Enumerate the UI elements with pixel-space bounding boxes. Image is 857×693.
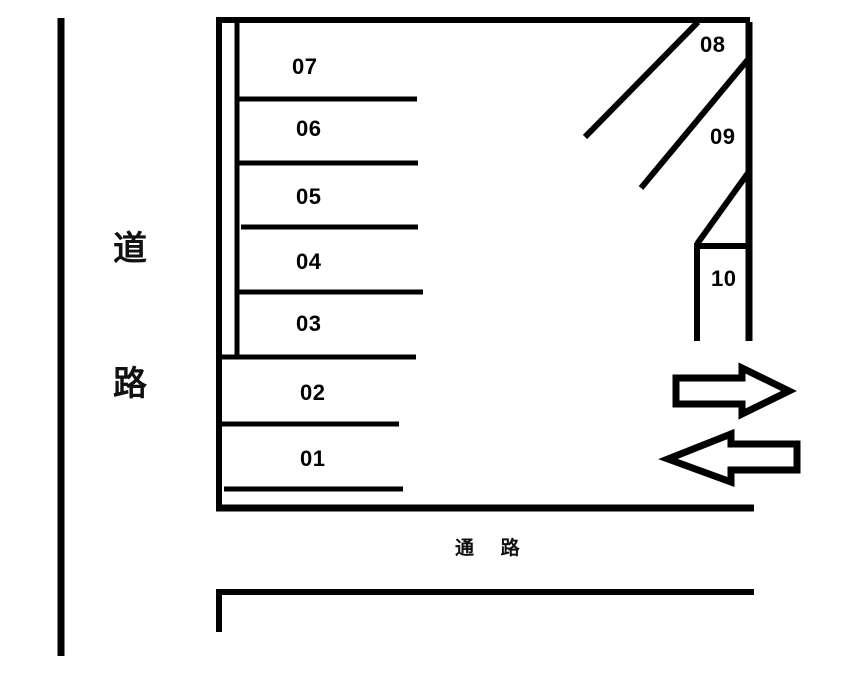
stall-label-06: 06 — [296, 116, 322, 141]
stall-label-01: 01 — [300, 446, 326, 471]
stall-marking-09 — [638, 55, 753, 190]
stall-label-07: 07 — [292, 54, 318, 79]
traffic-arrow-right — [672, 362, 797, 420]
stall-label-08: 08 — [700, 32, 726, 57]
stall-label-10: 10 — [711, 266, 737, 291]
stall-label-03: 03 — [296, 311, 322, 336]
aisle-label: 通 路 — [455, 537, 530, 559]
road-label-character-2: 路 — [113, 364, 147, 404]
stall-label-09: 09 — [710, 124, 736, 149]
stall-marking-08 — [582, 19, 701, 140]
stall-label-02: 02 — [300, 380, 326, 405]
stall-marking-10-diagonal — [694, 171, 751, 246]
traffic-arrow-left — [658, 428, 801, 488]
stall-label-05: 05 — [296, 184, 322, 209]
road-label-character-1: 道 — [113, 229, 147, 269]
stall-label-04: 04 — [296, 249, 322, 274]
